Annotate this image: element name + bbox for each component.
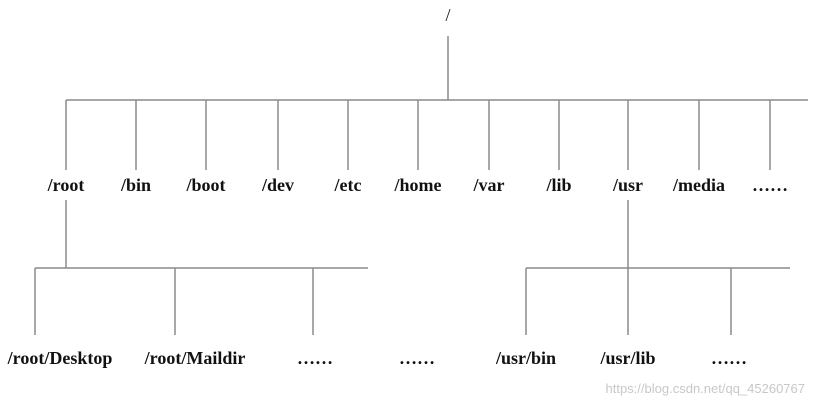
node-label-bin: /bin (120, 175, 152, 195)
node-label-usr-lib: /usr/lib (600, 348, 656, 368)
node-label-usr-ellipsis: …… (711, 348, 747, 368)
node-label-root-ellipsis-1: …… (297, 348, 333, 368)
node-label-etc: /etc (334, 175, 362, 195)
node-label-media: /media (673, 175, 725, 195)
node-label-root-maildir: /root/Maildir (144, 348, 246, 368)
node-label-ellipsis: …… (752, 175, 788, 195)
node-label-usr-bin: /usr/bin (495, 348, 557, 368)
node-label-home: /home (394, 175, 442, 195)
node-label-root-desktop: /root/Desktop (7, 348, 113, 368)
node-label-usr: /usr (612, 175, 644, 195)
node-label-root: /root (47, 175, 85, 195)
watermark-text: https://blog.csdn.net/qq_45260767 (605, 381, 806, 396)
root-node-label: / (445, 5, 451, 25)
node-label-lib: /lib (546, 175, 572, 195)
node-label-var: /var (473, 175, 505, 195)
node-label-root-ellipsis-2: …… (399, 348, 435, 368)
node-label-dev: /dev (261, 175, 295, 195)
node-label-boot: /boot (186, 175, 226, 195)
